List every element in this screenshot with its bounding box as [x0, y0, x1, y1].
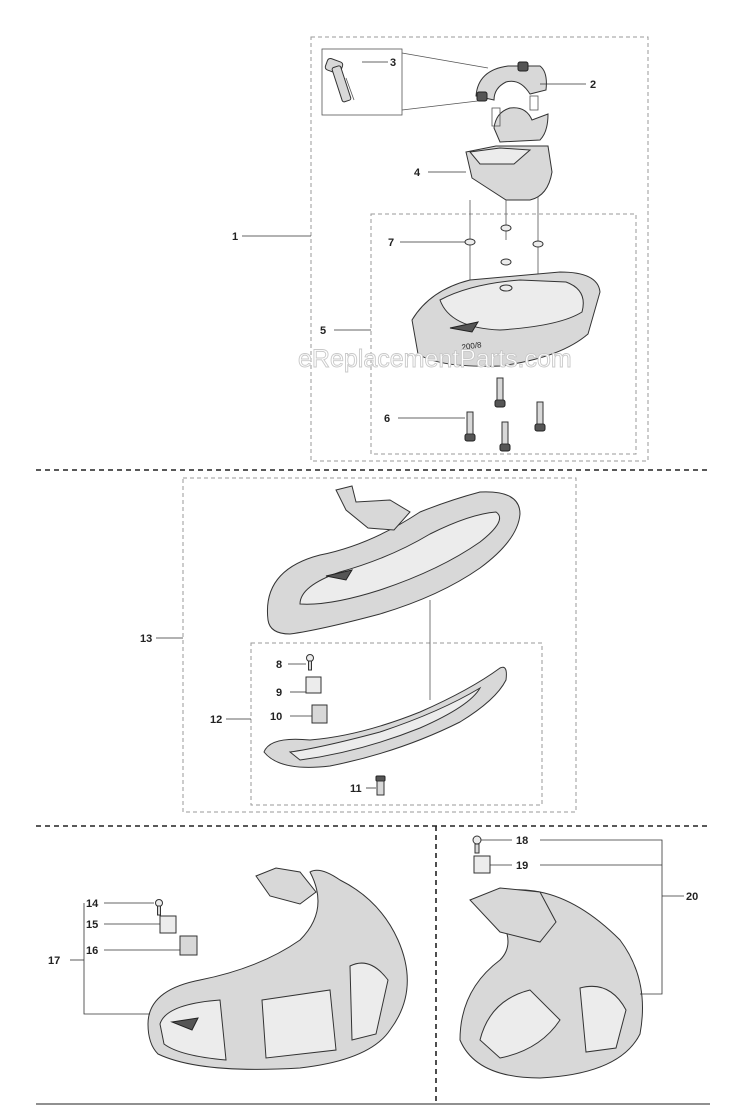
nut-19 [473, 855, 491, 874]
callout-12: 12 [210, 714, 222, 726]
clamp-2 [475, 61, 549, 143]
guard-13 [266, 485, 521, 700]
callout-5: 5 [320, 325, 326, 337]
callout-16: 16 [86, 945, 98, 957]
part-10 [311, 704, 328, 724]
callout-14: 14 [86, 898, 99, 910]
guard-marking: 200/8 [461, 340, 483, 352]
nut-15 [159, 915, 177, 934]
assembly-12-box [250, 642, 543, 806]
nut-9 [305, 676, 322, 694]
part-16 [179, 935, 198, 956]
callout-4: 4 [414, 167, 421, 179]
screw-18 [472, 835, 482, 854]
callout-18: 18 [516, 835, 528, 847]
guard-17 [147, 867, 408, 1070]
callout-11: 11 [350, 783, 362, 795]
screws-6 [464, 377, 546, 452]
washers-7 [464, 224, 544, 266]
callout-15: 15 [86, 919, 98, 931]
callout-13: 13 [140, 633, 152, 645]
callout-8: 8 [276, 659, 282, 671]
callout-7: 7 [388, 237, 394, 249]
screw-8 [306, 654, 314, 671]
callout-1: 1 [232, 231, 238, 243]
assembly-5-box [370, 213, 637, 455]
bracket-4 [465, 145, 553, 330]
callout-17: 17 [48, 955, 60, 967]
guard-12 [263, 666, 507, 768]
clip-11 [375, 775, 386, 796]
bolt-3 [324, 57, 355, 103]
callout-19: 19 [516, 860, 528, 872]
guard-5: 200/8 [411, 271, 601, 367]
callout-3: 3 [390, 57, 396, 69]
watermark: eReplacementParts.com [298, 345, 572, 373]
callout-9: 9 [276, 687, 282, 699]
callout-20: 20 [686, 891, 698, 903]
callout-6: 6 [384, 413, 390, 425]
callout-2: 2 [590, 79, 596, 91]
assembly-13-box [182, 477, 577, 813]
callout-10: 10 [270, 711, 282, 723]
screw-14 [155, 899, 163, 916]
guard-20 [459, 887, 643, 1079]
assembly-1-box [310, 36, 649, 462]
